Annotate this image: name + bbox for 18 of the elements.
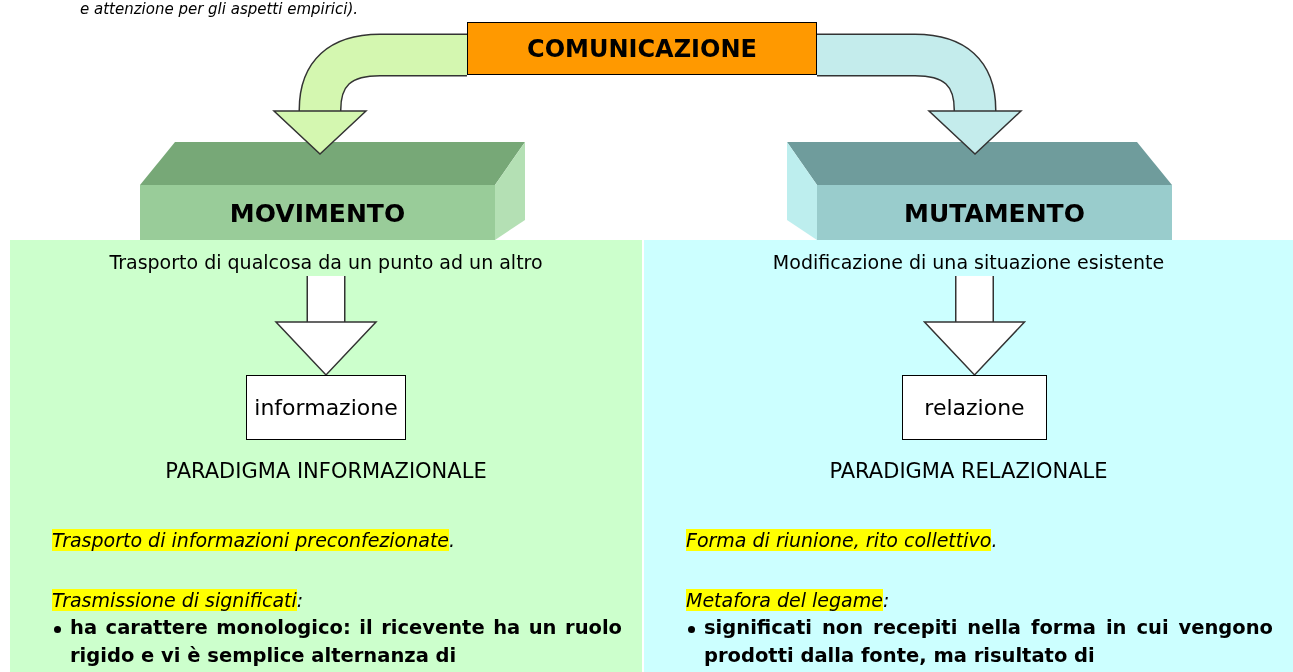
concept-box: informazione	[246, 375, 406, 440]
description-text: Trasporto di qualcosa da un punto ad un altro	[10, 248, 642, 276]
panel-background	[644, 240, 1293, 672]
bullet-text: significati non recepiti nella forma in cui vengono prodotti dalla fonte, ma risultato di	[704, 615, 1273, 669]
highlighted-heading: Forma di riunione, rito collettivo.	[686, 528, 998, 553]
highlighted-heading: Trasmissione di significati:	[52, 588, 304, 613]
block-label: MUTAMENTO	[907, 197, 1082, 230]
highlighted-heading: Trasporto di informazioni preconfezionate.	[52, 528, 456, 553]
highlighted-heading: Metafora del legame:	[686, 588, 890, 613]
note-text: e attenzione per gli aspetti empirici).	[80, 0, 359, 18]
paradigm-heading: PARADIGMA INFORMAZIONALE	[164, 458, 488, 485]
description-text: Modificazione di una situazione esistente	[644, 248, 1293, 276]
block-label: MOVIMENTO	[230, 197, 405, 230]
title-box: COMUNICAZIONE	[467, 22, 817, 75]
concept-box: relazione	[902, 375, 1047, 440]
panel-background	[10, 240, 642, 672]
paradigm-heading: PARADIGMA RELAZIONALE	[828, 458, 1109, 485]
bullet-text: ha carattere monologico: il ricevente ha un ruolo rigido e vi è semplice alternanza di	[70, 615, 622, 669]
